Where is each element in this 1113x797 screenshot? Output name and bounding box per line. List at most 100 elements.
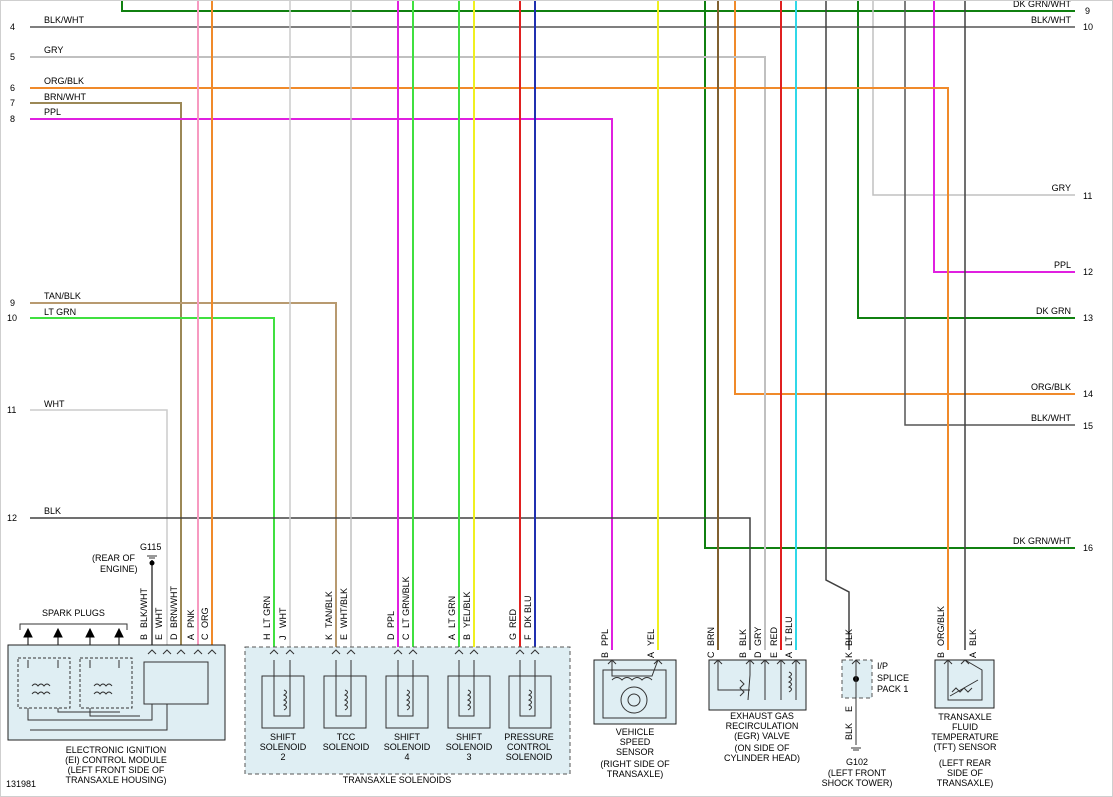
egr-valve: EXHAUST GAS RECIRCULATION (EGR) VALVE (O… bbox=[708, 659, 807, 763]
vss-label: VEHICLE bbox=[616, 727, 655, 737]
right-row-labels: DK GRN/WHT 9 BLK/WHT 10 GRY 11 PPL 12 DK… bbox=[1013, 0, 1093, 553]
pin-arrow bbox=[147, 649, 157, 655]
wire-top-tan bbox=[872, 0, 1075, 196]
egr-solenoid-icon bbox=[787, 671, 792, 693]
solenoid-shift-3 bbox=[447, 675, 491, 729]
pin-letter: E bbox=[339, 634, 349, 640]
pin-wire: DK BLU bbox=[523, 595, 533, 628]
left-row-label: WHT bbox=[44, 399, 65, 409]
wires bbox=[30, 0, 1075, 650]
right-row-label: ORG/BLK bbox=[1031, 382, 1071, 392]
solenoid-label: PRESSURE bbox=[504, 732, 554, 742]
pin-wire: LT GRN bbox=[262, 596, 272, 628]
tft-label: TEMPERATURE bbox=[931, 732, 998, 742]
ground-g115-name: G115 bbox=[140, 542, 161, 552]
pin-letter: E bbox=[844, 706, 854, 712]
solenoid-label: SHIFT bbox=[456, 732, 483, 742]
transaxle-solenoids: SHIFT SOLENOID 2 TCC SOLENOID SHIFT SOLE… bbox=[244, 646, 571, 785]
pin-letter: C bbox=[401, 633, 411, 640]
pin-wire: BLK bbox=[844, 629, 854, 646]
pin-letter: J bbox=[278, 636, 288, 641]
pin-letter: A bbox=[784, 652, 794, 658]
tft-label: SIDE OF bbox=[947, 768, 984, 778]
left-row-label: LT GRN bbox=[44, 307, 76, 317]
vss-label: SPEED bbox=[620, 737, 651, 747]
ground-g115-loc1: (REAR OF bbox=[92, 553, 136, 563]
pin-arrow bbox=[331, 649, 341, 655]
egr-label: CYLINDER HEAD) bbox=[724, 753, 800, 763]
left-row-label: BLK/WHT bbox=[44, 15, 85, 25]
pin-arrow bbox=[193, 649, 203, 655]
right-row-label: BLK/WHT bbox=[1031, 413, 1072, 423]
left-row-num: 10 bbox=[7, 313, 17, 323]
pin-wire: LT GRN bbox=[447, 596, 457, 628]
left-row-label: BRN/WHT bbox=[44, 92, 86, 102]
tft-label: TRANSAXLE bbox=[938, 712, 992, 722]
connector-arrows bbox=[147, 649, 970, 665]
spark-plugs-bracket bbox=[19, 623, 128, 630]
transaxle-solenoids-label: TRANSAXLE SOLENOIDS bbox=[343, 775, 452, 785]
pin-wire: ORG bbox=[200, 607, 210, 628]
vss-label: SENSOR bbox=[616, 747, 655, 757]
splice-label: SPLICE bbox=[877, 673, 909, 683]
junction-dot bbox=[149, 560, 155, 566]
pin-arrow bbox=[776, 659, 786, 665]
pin-arrow bbox=[745, 659, 755, 665]
pin-arrow bbox=[607, 659, 617, 665]
egr-potentiometer-icon bbox=[739, 679, 745, 697]
pin-letter: F bbox=[523, 634, 533, 640]
pin-letter: D bbox=[169, 633, 179, 640]
ei-coil-2-winding bbox=[93, 683, 113, 695]
pin-wire: PPL bbox=[386, 611, 396, 628]
right-row-label: BLK/WHT bbox=[1031, 15, 1072, 25]
pin-wire: LT GRN/BLK bbox=[401, 576, 411, 628]
wire-row-8-ppl bbox=[30, 118, 613, 650]
left-row-num: 5 bbox=[10, 52, 15, 62]
tft-label: (LEFT REAR bbox=[939, 758, 992, 768]
pin-wire: PNK bbox=[186, 609, 196, 628]
pin-wire: ORG/BLK bbox=[936, 606, 946, 646]
pin-wire: BRN/WHT bbox=[169, 586, 179, 628]
solenoid-label: 2 bbox=[280, 752, 285, 762]
thermistor-icon bbox=[949, 679, 979, 697]
wire-row-9-tan-blk bbox=[30, 302, 337, 650]
pin-wire: WHT bbox=[154, 607, 164, 628]
right-row-num: 15 bbox=[1083, 421, 1093, 431]
ei-internal-wiring bbox=[27, 704, 168, 731]
pin-wire: GRY bbox=[753, 627, 763, 646]
solenoid-label: SOLENOID bbox=[260, 742, 307, 752]
wire-row-5-gry bbox=[30, 56, 766, 650]
pin-letter: D bbox=[753, 651, 763, 658]
splice-label: PACK 1 bbox=[877, 684, 908, 694]
right-row-num: 12 bbox=[1083, 267, 1093, 277]
vss-rotor-icon bbox=[620, 686, 648, 714]
solenoid-label: SOLENOID bbox=[446, 742, 493, 752]
left-row-label: ORG/BLK bbox=[44, 76, 84, 86]
ei-control-block bbox=[143, 661, 209, 705]
ei-module-title-2: (EI) CONTROL MODULE bbox=[65, 755, 167, 765]
pin-arrow bbox=[713, 659, 723, 665]
left-row-label: TAN/BLK bbox=[44, 291, 81, 301]
tft-label: (TFT) SENSOR bbox=[934, 742, 997, 752]
right-row-num: 11 bbox=[1083, 191, 1092, 201]
pin-letter: A bbox=[447, 634, 457, 640]
wire-top-dk-grn bbox=[121, 0, 1075, 12]
ei-coil-1 bbox=[17, 657, 71, 709]
pin-arrow bbox=[207, 649, 217, 655]
pin-wire: TAN/BLK bbox=[324, 591, 334, 628]
pin-arrow bbox=[851, 659, 861, 665]
pin-arrow bbox=[760, 659, 770, 665]
ei-module-title-1: ELECTRONIC IGNITION bbox=[66, 745, 167, 755]
pin-letter: H bbox=[262, 634, 272, 641]
pin-letter: B bbox=[738, 652, 748, 658]
pin-arrow bbox=[530, 649, 540, 655]
tft-label: FLUID bbox=[952, 722, 979, 732]
right-row-label: DK GRN/WHT bbox=[1013, 0, 1071, 9]
wire-row-10-lt-grn bbox=[30, 317, 275, 650]
egr-label: (ON SIDE OF bbox=[734, 743, 790, 753]
wire-top-dk-grn-16 bbox=[704, 0, 1075, 549]
tft-label: TRANSAXLE) bbox=[937, 778, 994, 788]
pin-wire: YEL/BLK bbox=[462, 591, 472, 628]
